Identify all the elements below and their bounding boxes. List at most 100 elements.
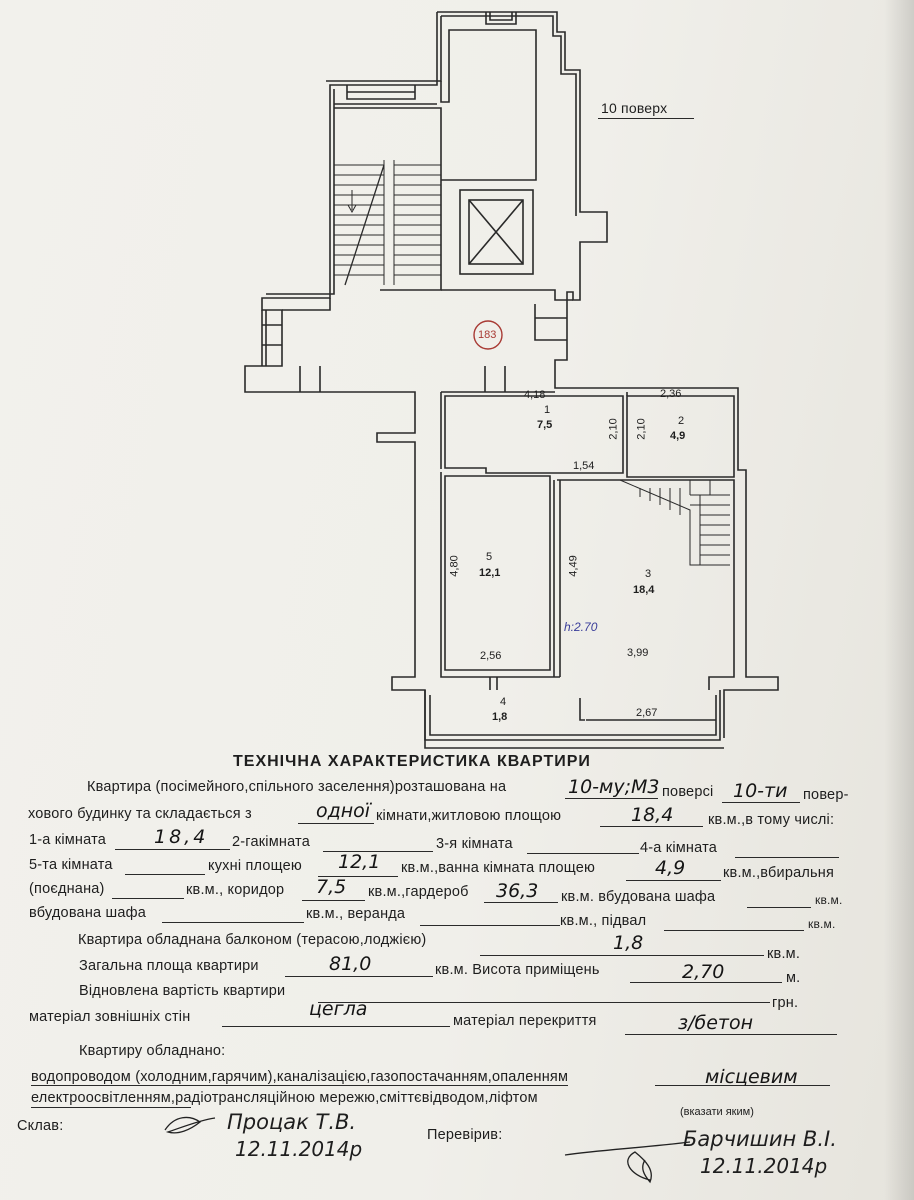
room3-area: 18,4 [633,584,655,596]
form-line12: водопроводом (холодним,гарячим),каналіза… [31,1069,569,1086]
form-line7-a: Квартира обладнана балконом (терасою,лод… [78,932,427,948]
form-line8-c: м. [786,970,801,986]
form-line2-c: кв.м.,в тому числі: [708,812,835,828]
heating-field-line [655,1085,830,1086]
room2-area: 4,9 [670,430,686,442]
room2-field-line [323,851,433,852]
form-line1-b: поверсі [662,784,714,800]
room4-number: 4 [500,696,507,708]
living-area-value: 18,4 [631,804,674,826]
dim-2-56: 2,56 [480,650,502,662]
room4-area: 1,8 [492,711,508,723]
form-line6-d: кв.м. [808,917,836,931]
total-area-field-line [285,976,433,977]
form-line1-a: Квартира (посімейного,спільного заселенн… [87,779,507,795]
room4-field-line [735,857,839,858]
builtin-wardrobe-field-line-2 [162,922,304,923]
storeys-value: 10-ти [733,780,788,802]
room1-field-line [115,849,230,850]
form-line6-a: вбудована шафа [29,905,147,921]
rooms-field-line [298,823,374,824]
form-line11: Квартиру обладнано: [79,1043,226,1059]
author-signature-scribble [164,1116,216,1134]
room5-number: 5 [486,551,493,563]
wardrobe-value: 36,3 [496,880,539,902]
author-label: Склав: [17,1118,64,1134]
wardrobe-field-line [484,902,558,903]
height-field-line [630,982,782,983]
form-line10-a: матеріал зовнішніх стін [29,1009,191,1025]
form-line13b: (вказати яким) [680,1106,754,1118]
basement-field-line [664,930,804,931]
form-line5-c: кв.м.,гардероб [368,884,469,900]
dim-1-54: 1,54 [573,460,595,472]
checker-label: Перевірив: [427,1127,503,1143]
form-line2-a: хового будинку та складається з [28,806,252,822]
ceiling-field-line [625,1034,837,1035]
form-line1-c: повер- [803,787,849,803]
form-line2-b: кімнати,житловою площою [376,808,562,824]
dim-4-49: 4,49 [567,555,580,577]
floor-label: 10 поверх [601,100,668,116]
apartment-stamp-circle [473,320,503,350]
form-line5-b: кв.м., коридор [186,882,285,898]
form-line4-c: кв.м.,ванна кімната площею [401,860,596,876]
cost-field-line [318,1002,770,1003]
kitchen-field-line [318,876,398,877]
doc-title: ТЕХНІЧНА ХАРАКТЕРИСТИКА КВАРТИРИ [233,753,591,770]
rooms-value: одної [316,800,371,822]
height-value: 2,70 [682,961,725,983]
page-edge-shadow [884,0,914,1200]
form-line4-a: 5-та кімната [29,857,113,873]
checker-date: 12.11.2014р [700,1154,828,1178]
room3-number: 3 [645,568,652,580]
form-line8-b: кв.м. Висота приміщень [435,962,600,978]
form-line3-a: 1-а кімната [29,832,107,848]
floor-field-line [565,798,658,799]
form-line9-b: грн. [772,995,799,1011]
balcony-field-line [480,955,764,956]
corridor-value: 7,5 [316,876,347,898]
dim-3-99: 3,99 [627,647,649,659]
room3-field-line [527,853,639,854]
dim-2-10-right: 2,10 [635,418,648,440]
bath-field-line [626,880,721,881]
form-line3-b: 2-гакімната [232,834,310,850]
form-line6-c: кв.м., підвал [560,913,647,929]
apartment-number: 183 [478,329,497,341]
room1-number: 1 [544,404,551,416]
checker-signature-scribble [564,1141,691,1184]
ceiling-value: з/бетон [678,1012,754,1034]
floor-plan [244,11,779,749]
form-line7-b: кв.м. [767,946,801,962]
form-line6-b: кв.м., веранда [306,906,406,922]
form-line4-b: кухні площею [208,858,302,874]
form-line5-d: кв.м. вбудована шафа [561,889,716,905]
dim-2-10-left: 2,10 [607,418,620,440]
kitchen-value: 12,1 [338,851,381,873]
form-line5-a: (поєднана) [29,881,105,897]
form-line3-d: 4-а кімната [640,840,718,856]
form-line10-b: матеріал перекриття [453,1013,597,1029]
dim-4-18: 4,18 [524,389,546,401]
form-line13-underline [31,1107,191,1108]
dim-2-36: 2,36 [660,388,682,400]
floor-label-underline [598,118,694,119]
floor-value: 10-му;М3 [568,776,660,798]
height-note: h:2.70 [564,620,598,634]
storeys-field-line [722,802,800,803]
walls-value: цегла [309,998,368,1020]
walls-field-line [222,1026,450,1027]
dim-2-67: 2,67 [636,707,658,719]
room5-area: 12,1 [479,567,501,579]
form-line3-c: 3-я кімната [436,836,513,852]
room1-area-value: 18,4 [154,826,209,848]
form-line8-a: Загальна площа квартири [79,958,259,974]
veranda-field-line [420,925,560,926]
room1-area: 7,5 [537,419,553,431]
living-area-field-line [600,826,703,827]
total-area-value: 81,0 [329,953,372,975]
checker-name: Барчишин В.І. [683,1127,837,1151]
form-line5-e: кв.м. [815,893,843,907]
